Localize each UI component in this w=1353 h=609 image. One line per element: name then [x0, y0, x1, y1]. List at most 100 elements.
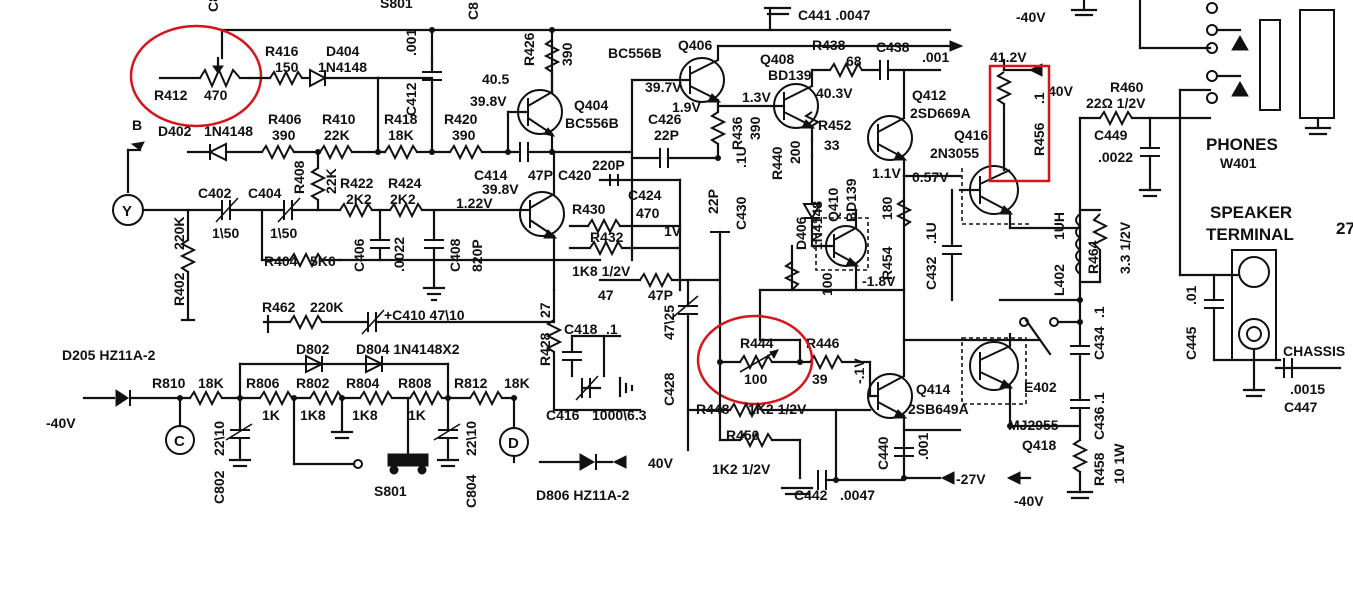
- c404-name: C404: [248, 185, 282, 201]
- q406-name: Q406: [678, 37, 712, 53]
- node-c-label: C: [174, 433, 185, 450]
- r416-value: 150: [275, 59, 299, 75]
- r444-value: 100: [744, 371, 768, 387]
- s801-top-label: S801: [380, 0, 413, 11]
- r416-name: R416: [265, 43, 299, 59]
- r458-name: R458: [1091, 452, 1107, 486]
- c440-value: .001: [915, 433, 931, 460]
- y-node: [112, 194, 224, 226]
- phones-label: PHONES: [1206, 135, 1278, 154]
- q406-v1: 39.7V: [645, 79, 682, 95]
- q404-name: Q404: [574, 97, 608, 113]
- c404-value: 1\50: [270, 225, 297, 241]
- r424-name: R424: [388, 175, 422, 191]
- r430-name: R430: [572, 201, 606, 217]
- r802-name: R802: [296, 375, 330, 391]
- r424-value: 2K2: [390, 191, 416, 207]
- c420-name: C420: [558, 167, 592, 183]
- c430-value: .1U: [733, 146, 749, 168]
- q410-name: Q410: [825, 188, 841, 222]
- c434-value: .1: [1091, 306, 1107, 318]
- c447-value: .0015: [1290, 381, 1325, 397]
- neg40-bottom-label: -40V: [1014, 493, 1044, 509]
- r452-value: 33: [824, 137, 840, 153]
- r438-value: 68: [846, 53, 862, 69]
- input-arrow: [126, 141, 145, 194]
- d406-name: D406: [793, 216, 809, 250]
- v0-57-label: 0.57V: [912, 169, 949, 185]
- r464-name: R464: [1085, 240, 1101, 274]
- d402-name: D402: [158, 123, 192, 139]
- q406-v2: 1.9V: [672, 99, 701, 115]
- r410-name: R410: [322, 111, 356, 127]
- c402-value: 1\50: [212, 225, 239, 241]
- q410-v: -1.8V: [862, 273, 896, 289]
- s801-label: S801: [374, 483, 407, 499]
- q414-part: 2SB649A: [908, 401, 969, 417]
- r810-name: R810: [152, 375, 186, 391]
- v1-1-label: 1.1V: [872, 165, 901, 181]
- r422-name: R422: [340, 175, 374, 191]
- r802-value: 1K8: [300, 407, 326, 423]
- q418-label: Q418: [1022, 437, 1056, 453]
- c426-name: C426: [648, 111, 682, 127]
- neg40-top-label: -40V: [1016, 9, 1046, 25]
- r430-value: 470: [636, 205, 660, 221]
- c438-value: .001: [922, 49, 949, 65]
- c408-name: C408: [447, 238, 463, 272]
- r416-d404-branch: [248, 58, 442, 154]
- r812-value: 18K: [504, 375, 530, 391]
- r426-q404: [506, 39, 563, 154]
- r448-name: R448: [696, 401, 730, 417]
- r432-extra-c: 1V: [664, 223, 682, 239]
- c418-value: .1: [606, 321, 618, 337]
- r808-name: R808: [398, 375, 432, 391]
- r804-name: R804: [346, 375, 380, 391]
- c442-name: C442: [794, 487, 828, 503]
- c447-name: C447: [1284, 399, 1318, 415]
- c408-value: 820P: [469, 239, 485, 272]
- q402-input-transistor: [518, 150, 565, 292]
- r456-name: R456: [1031, 122, 1047, 156]
- r426-name: R426: [521, 32, 537, 66]
- q404-part: BC556B: [565, 115, 619, 131]
- c428-name: C428: [661, 372, 677, 406]
- l402-value: 1UH: [1051, 212, 1067, 240]
- r812-name: R812: [454, 375, 488, 391]
- r448-r450-c442: [686, 360, 1032, 496]
- r432-name: R432: [590, 229, 624, 245]
- c434-name: C434: [1091, 326, 1107, 360]
- speaker-line2: TERMINAL: [1206, 225, 1294, 244]
- mj2955-label: MJ2955: [1008, 417, 1059, 433]
- d205-label: D205 HZ11A-2: [62, 347, 156, 363]
- v40-label: 40V: [1048, 83, 1074, 99]
- q416-part: 2N3055: [930, 145, 979, 161]
- q410-r: 100: [819, 272, 835, 296]
- c802-name: C802: [211, 470, 227, 504]
- r456-value: .1: [1031, 92, 1047, 104]
- q406-part: BC556B: [608, 45, 662, 61]
- q410-part: BD139: [843, 178, 859, 222]
- d802-label: D802: [296, 341, 330, 357]
- r460-name: R460: [1110, 79, 1144, 95]
- r422-value: 2K2: [346, 191, 372, 207]
- r432-value: 1K8 1/2V: [572, 263, 631, 279]
- r404-resistor: [289, 251, 342, 269]
- b-label: B: [132, 117, 142, 133]
- c449-name: C449: [1094, 127, 1128, 143]
- ground-top-right: [1070, 0, 1098, 17]
- r458-value: 10 1W: [1111, 443, 1127, 484]
- r426-value: 390: [559, 42, 575, 66]
- q406-q408: [630, 44, 962, 262]
- c441-label: C441 .0047: [798, 7, 871, 23]
- r462-value: 220K: [310, 299, 343, 315]
- phones-ref: W401: [1220, 155, 1257, 171]
- c426-cap: [630, 148, 720, 168]
- c804-name: C804: [463, 474, 479, 508]
- d406-q410: [758, 111, 962, 302]
- q404-v-emitter: 40.5: [482, 71, 509, 87]
- r804-value: 1K8: [352, 407, 378, 423]
- r402-name: R402: [171, 272, 187, 306]
- r810-value: 18K: [198, 375, 224, 391]
